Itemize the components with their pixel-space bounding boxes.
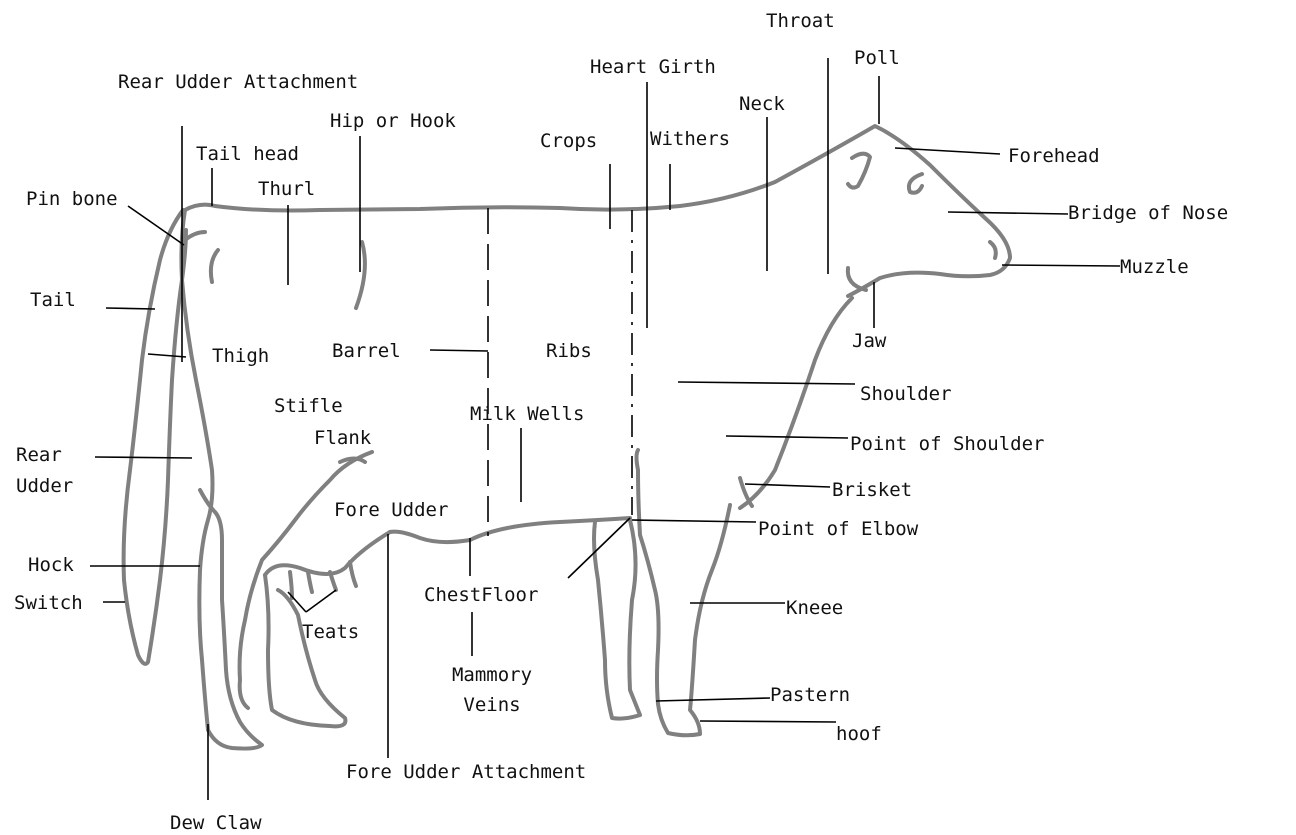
label-withers: Withers xyxy=(650,128,730,150)
label-tail: Tail xyxy=(30,289,76,311)
label-rear-udder-attachment: Rear Udder Attachment xyxy=(118,71,358,93)
label-poll: Poll xyxy=(854,47,900,69)
label-tail-head: Tail head xyxy=(196,143,299,165)
label-jaw: Jaw xyxy=(852,330,886,352)
label-pastern: Pastern xyxy=(770,684,850,706)
label-point-of-shoulder: Point of Shoulder xyxy=(850,433,1044,455)
label-teats: Teats xyxy=(302,621,359,643)
label-mammory-veins-line1: Mammory xyxy=(420,664,564,686)
label-hip-or-hook: Hip or Hook xyxy=(330,110,456,132)
label-thigh: Thigh xyxy=(212,345,269,367)
label-brisket: Brisket xyxy=(832,479,912,501)
label-switch: Switch xyxy=(14,592,83,614)
label-crops: Crops xyxy=(540,130,597,152)
label-neck: Neck xyxy=(739,93,785,115)
label-fore-udder-attachment: Fore Udder Attachment xyxy=(346,761,586,783)
label-ribs: Ribs xyxy=(546,340,592,362)
label-thurl: Thurl xyxy=(258,178,315,200)
label-mammory-veins-line2: Veins xyxy=(420,694,564,716)
label-rear-udder-line1: Rear xyxy=(16,444,62,466)
label-fore-udder: Fore Udder xyxy=(334,499,448,521)
label-hoof: hoof xyxy=(836,723,882,745)
label-point-of-elbow: Point of Elbow xyxy=(758,518,918,540)
label-milk-wells: Milk Wells xyxy=(470,403,584,425)
label-barrel: Barrel xyxy=(332,340,401,362)
label-hock: Hock xyxy=(28,554,74,576)
label-forehead: Forehead xyxy=(1008,145,1100,167)
label-chest-floor: ChestFloor xyxy=(424,584,538,606)
label-pin-bone: Pin bone xyxy=(26,188,118,210)
label-throat: Throat xyxy=(766,10,835,32)
label-stifle: Stifle xyxy=(274,395,343,417)
label-shoulder: Shoulder xyxy=(860,383,952,405)
label-flank: Flank xyxy=(314,427,371,449)
label-rear-udder-line2: Udder xyxy=(16,475,73,497)
label-heart-girth: Heart Girth xyxy=(590,56,716,78)
label-muzzle: Muzzle xyxy=(1120,256,1189,278)
label-bridge-of-nose: Bridge of Nose xyxy=(1068,202,1228,224)
label-kneee: Kneee xyxy=(786,597,843,619)
label-dew-claw: Dew Claw xyxy=(170,812,262,834)
